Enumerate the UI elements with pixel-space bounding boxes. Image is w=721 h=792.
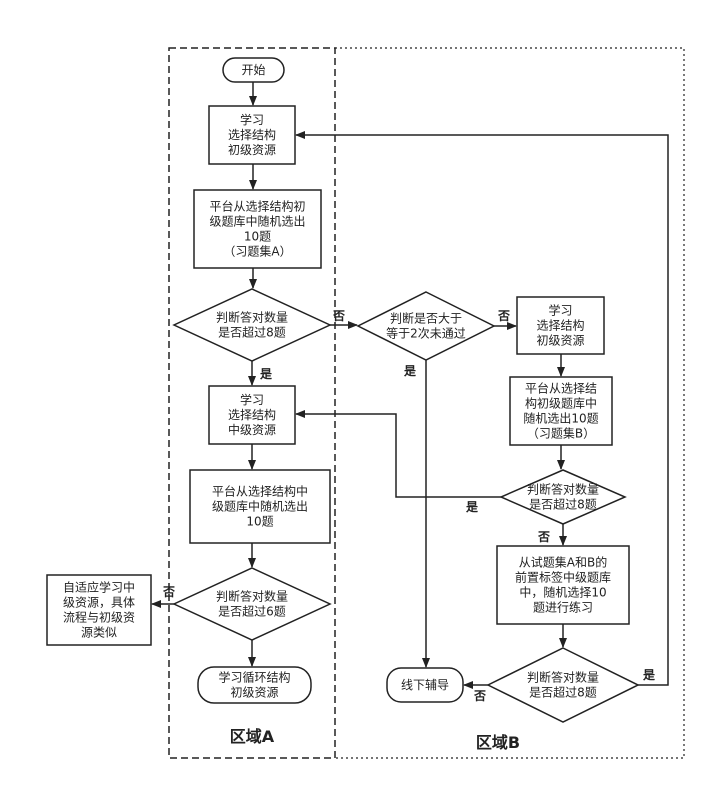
node-label-line: 等于2次未通过 [386, 327, 466, 341]
node-label-line: 中，随机选择10 [519, 585, 606, 600]
check-over-8-b-label: 判断答对数量是否超过8题 [527, 482, 599, 512]
node-label-line: 构初级题库中 [525, 396, 597, 411]
node-label-line: 初级资源 [536, 334, 584, 348]
check-over-8-a-label: 判断答对数量是否超过8题 [216, 310, 288, 340]
study-beginner-b-node: 学习选择结构初级资源 [516, 296, 605, 355]
node-label-line: 线下辅导 [401, 678, 449, 692]
edge-check-b-yes [295, 410, 501, 498]
check-over-8-b-node: 判断答对数量是否超过8题 [499, 469, 627, 525]
check-over-6-node: 判断答对数量是否超过6题 [172, 567, 332, 641]
node-label-line: 平台从选择结构中 [212, 484, 308, 499]
node-label-line: 判断答对数量 [527, 670, 599, 685]
node-label-line: 判断答对数量 [216, 310, 288, 325]
check-over-8-final-label: 判断答对数量是否超过8题 [527, 670, 599, 700]
node-label-line: 初级资源 [228, 143, 276, 157]
node-label-line: 中级资源 [228, 422, 276, 437]
study-intermediate-label: 学习选择结构中级资源 [228, 392, 276, 437]
node-label-line: 判断是否大于 [390, 311, 462, 326]
check-over-6-label: 判断答对数量是否超过6题 [216, 589, 288, 619]
region-a-frame [168, 47, 336, 759]
node-label-line: 判断答对数量 [527, 482, 599, 497]
node-label-line: 选择结构 [228, 407, 276, 422]
node-label-line: （习题集B） [527, 426, 595, 441]
study-loop-node: 学习循环结构初级资源 [197, 666, 312, 704]
label-final-yes: 是 [642, 668, 656, 682]
node-label-line: 是否超过8题 [529, 497, 597, 512]
check-over-8-a-node: 判断答对数量是否超过8题 [172, 288, 332, 362]
node-label-line: 学习循环结构 [218, 670, 290, 685]
node-label-line: 从试题集A和B的 [519, 555, 607, 570]
label-check-6-no: 否 [162, 585, 175, 599]
label-final-no: 否 [473, 689, 486, 703]
node-label-line: 开始 [241, 63, 265, 77]
node-label-line: 流程与初级资 [63, 610, 135, 625]
check-over-8-final-node: 判断答对数量是否超过8题 [486, 647, 640, 723]
adaptive-learning-label: 自适应学习中级资源，具体流程与初级资源类似 [63, 580, 135, 640]
start-node: 开始 [222, 57, 285, 83]
study-beginner-b-label: 学习选择结构初级资源 [536, 303, 584, 348]
node-label-line: 平台从选择结 [525, 381, 597, 396]
node-label-line: 是否超过8题 [218, 325, 286, 340]
node-label-line: 自适应学习中 [63, 580, 135, 595]
label-check-b-yes: 是 [465, 500, 479, 514]
study-intermediate-node: 学习选择结构中级资源 [208, 385, 296, 445]
node-label-line: 初级资源 [230, 686, 278, 700]
node-label-line: 是否超过6题 [218, 604, 286, 619]
node-label-line: 级题库中随机选出 [209, 214, 305, 229]
region-a-label: 区域A [230, 727, 275, 746]
label-fail-check-no: 否 [497, 309, 510, 323]
node-label-line: 源类似 [81, 626, 117, 640]
adaptive-learning-node: 自适应学习中级资源，具体流程与初级资源类似 [46, 574, 152, 646]
node-label-line: 级资源，具体 [63, 596, 135, 610]
study-loop-label: 学习循环结构初级资源 [218, 670, 290, 700]
node-label-line: 学习 [240, 392, 264, 407]
node-label-line: 题进行练习 [533, 600, 593, 615]
node-label-line: 判断答对数量 [216, 589, 288, 604]
node-label-line: （习题集A） [223, 244, 291, 259]
offline-tutoring-label: 线下辅导 [401, 678, 449, 692]
pick-set-b-label: 平台从选择结构初级题库中随机选出10题（习题集B） [523, 381, 598, 441]
node-label-line: 选择结构 [536, 318, 584, 333]
node-label-line: 10题 [246, 515, 273, 529]
check-fail-twice-label: 判断是否大于等于2次未通过 [386, 311, 466, 341]
region-b-label: 区域B [476, 733, 520, 752]
node-label-line: 学习 [240, 112, 264, 127]
label-check-a-no: 否 [332, 309, 345, 323]
study-beginner-label: 学习选择结构初级资源 [228, 112, 276, 157]
offline-tutoring-node: 线下辅导 [386, 667, 464, 703]
node-label-line: 学习 [548, 303, 572, 318]
start-node-label: 开始 [241, 63, 265, 77]
check-fail-twice-node: 判断是否大于等于2次未通过 [356, 291, 496, 361]
label-fail-check-yes: 是 [403, 364, 417, 378]
label-check-a-yes: 是 [259, 367, 273, 381]
study-beginner-node: 学习选择结构初级资源 [208, 105, 296, 165]
label-check-b-no: 否 [537, 530, 550, 544]
edge-final-yes [295, 131, 669, 686]
node-label-line: 平台从选择结构初 [209, 199, 305, 214]
node-label-line: 随机选出10题 [523, 411, 598, 426]
node-label-line: 前置标签中级题库 [515, 570, 611, 585]
node-label-line: 选择结构 [228, 127, 276, 142]
pick-set-b-node: 平台从选择结构初级题库中随机选出10题（习题集B） [509, 376, 613, 446]
node-label-line: 是否超过8题 [529, 685, 597, 700]
node-label-line: 10题 [244, 230, 271, 244]
node-label-line: 级题库中随机选出 [212, 499, 308, 514]
